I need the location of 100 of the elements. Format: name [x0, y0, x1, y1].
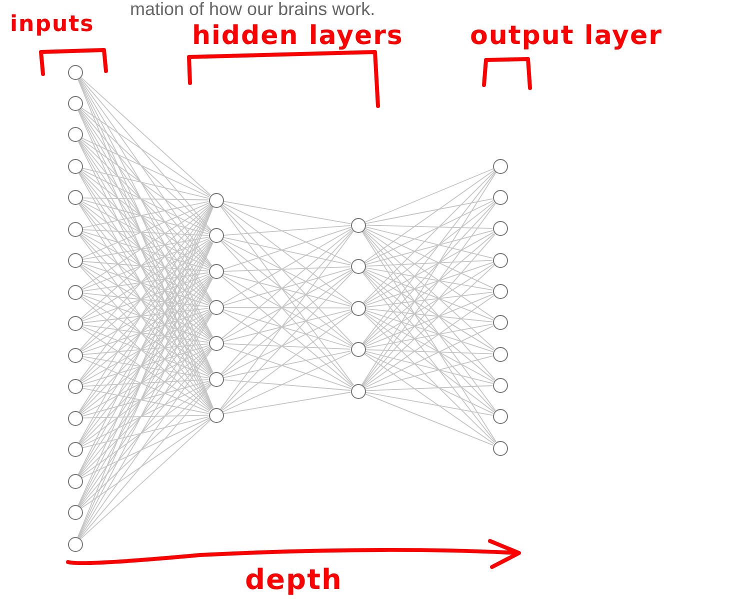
connection-line — [82, 199, 210, 234]
connection-line — [80, 296, 211, 411]
neuron-circle — [208, 264, 224, 280]
connection-line — [82, 231, 210, 270]
neuron-circle — [492, 378, 508, 393]
neuron-circle — [68, 222, 82, 237]
connection-line — [364, 170, 494, 263]
connection-line — [81, 202, 210, 258]
connection-line — [364, 355, 494, 390]
connection-line — [362, 312, 496, 444]
connection-line — [79, 77, 212, 231]
connection-line — [82, 324, 210, 343]
connection-line — [82, 229, 209, 236]
connection-line — [82, 414, 209, 418]
neuron-circle — [350, 342, 366, 357]
connection-line — [80, 312, 211, 414]
connection-line — [222, 236, 352, 266]
connection-line — [362, 272, 496, 443]
connection-line — [82, 326, 210, 377]
connection-line — [80, 76, 211, 196]
connection-line — [365, 224, 493, 229]
neuron-circle — [492, 158, 508, 174]
neuron-circle — [492, 252, 508, 268]
connection-line — [365, 349, 493, 354]
connection-line — [222, 200, 352, 224]
connection-line — [364, 232, 494, 305]
neuron-circle — [68, 536, 82, 552]
connection-line — [80, 140, 212, 267]
connection-line — [364, 295, 494, 388]
connection-line — [364, 392, 494, 416]
connection-line — [79, 172, 212, 338]
neuron-circle — [350, 218, 366, 232]
neuron-circle — [208, 336, 224, 351]
connection-line — [222, 226, 352, 270]
neuron-circle — [68, 158, 82, 174]
connection-line — [363, 202, 495, 304]
connection-line — [81, 138, 210, 198]
connection-line — [364, 168, 494, 223]
connection-line — [364, 393, 494, 446]
connection-line — [364, 324, 494, 349]
neuron-circle — [68, 505, 82, 520]
connection-line — [80, 384, 211, 508]
connection-line — [80, 170, 210, 268]
connection-line — [82, 379, 209, 387]
connection-line — [79, 384, 212, 539]
connection-line — [223, 343, 351, 350]
connection-line — [222, 204, 352, 304]
connection-line — [364, 226, 494, 259]
connection-line — [364, 230, 494, 266]
connection-line — [223, 225, 351, 236]
connection-line — [80, 347, 210, 446]
connection-line — [222, 202, 352, 264]
connection-line — [364, 310, 494, 352]
connection-line — [80, 204, 210, 289]
neuron-circle — [492, 440, 508, 456]
connection-line — [79, 108, 212, 266]
connection-line — [221, 240, 353, 346]
connection-line — [364, 353, 494, 444]
neuron-circle — [350, 259, 366, 274]
connection-line — [82, 294, 210, 342]
connection-line — [80, 202, 211, 304]
layer-label: inputs — [10, 14, 94, 36]
neuron-circle — [492, 315, 508, 330]
connection-line — [82, 308, 209, 324]
connection-line — [80, 138, 210, 232]
connection-line — [81, 264, 210, 340]
neuron-circle — [68, 96, 82, 111]
connection-line — [223, 379, 351, 391]
connection-line — [81, 382, 210, 447]
caption-text: mation of how our brains work. — [130, 0, 376, 18]
connection-line — [82, 344, 209, 356]
neuron-circle — [68, 379, 82, 394]
connection-line — [222, 268, 352, 306]
connection-line — [223, 307, 351, 308]
connection-line — [80, 204, 211, 320]
connection-line — [222, 392, 352, 414]
axis-label: depth — [245, 566, 342, 594]
connection-line — [223, 266, 351, 272]
connection-line — [81, 275, 210, 352]
connection-line — [364, 294, 494, 348]
connection-line — [221, 276, 353, 387]
connection-line — [80, 108, 211, 232]
connection-line — [364, 262, 494, 306]
neuron-circle — [68, 253, 82, 268]
layer-label: hidden layers — [192, 23, 404, 49]
connection-line — [81, 418, 210, 478]
neuron-circle — [492, 409, 508, 424]
neuron-circle — [68, 64, 82, 80]
neuron-circle — [208, 408, 224, 422]
connection-line — [80, 348, 212, 476]
connection-line — [80, 234, 211, 340]
connection-line — [82, 380, 210, 417]
connection-line — [364, 198, 494, 224]
connection-line — [80, 420, 211, 540]
connection-line — [365, 308, 493, 322]
neuron-circle — [68, 410, 82, 426]
connection-line — [79, 312, 212, 476]
connection-line — [78, 78, 212, 266]
neuron-circle — [350, 384, 366, 398]
connection-line — [82, 274, 210, 322]
